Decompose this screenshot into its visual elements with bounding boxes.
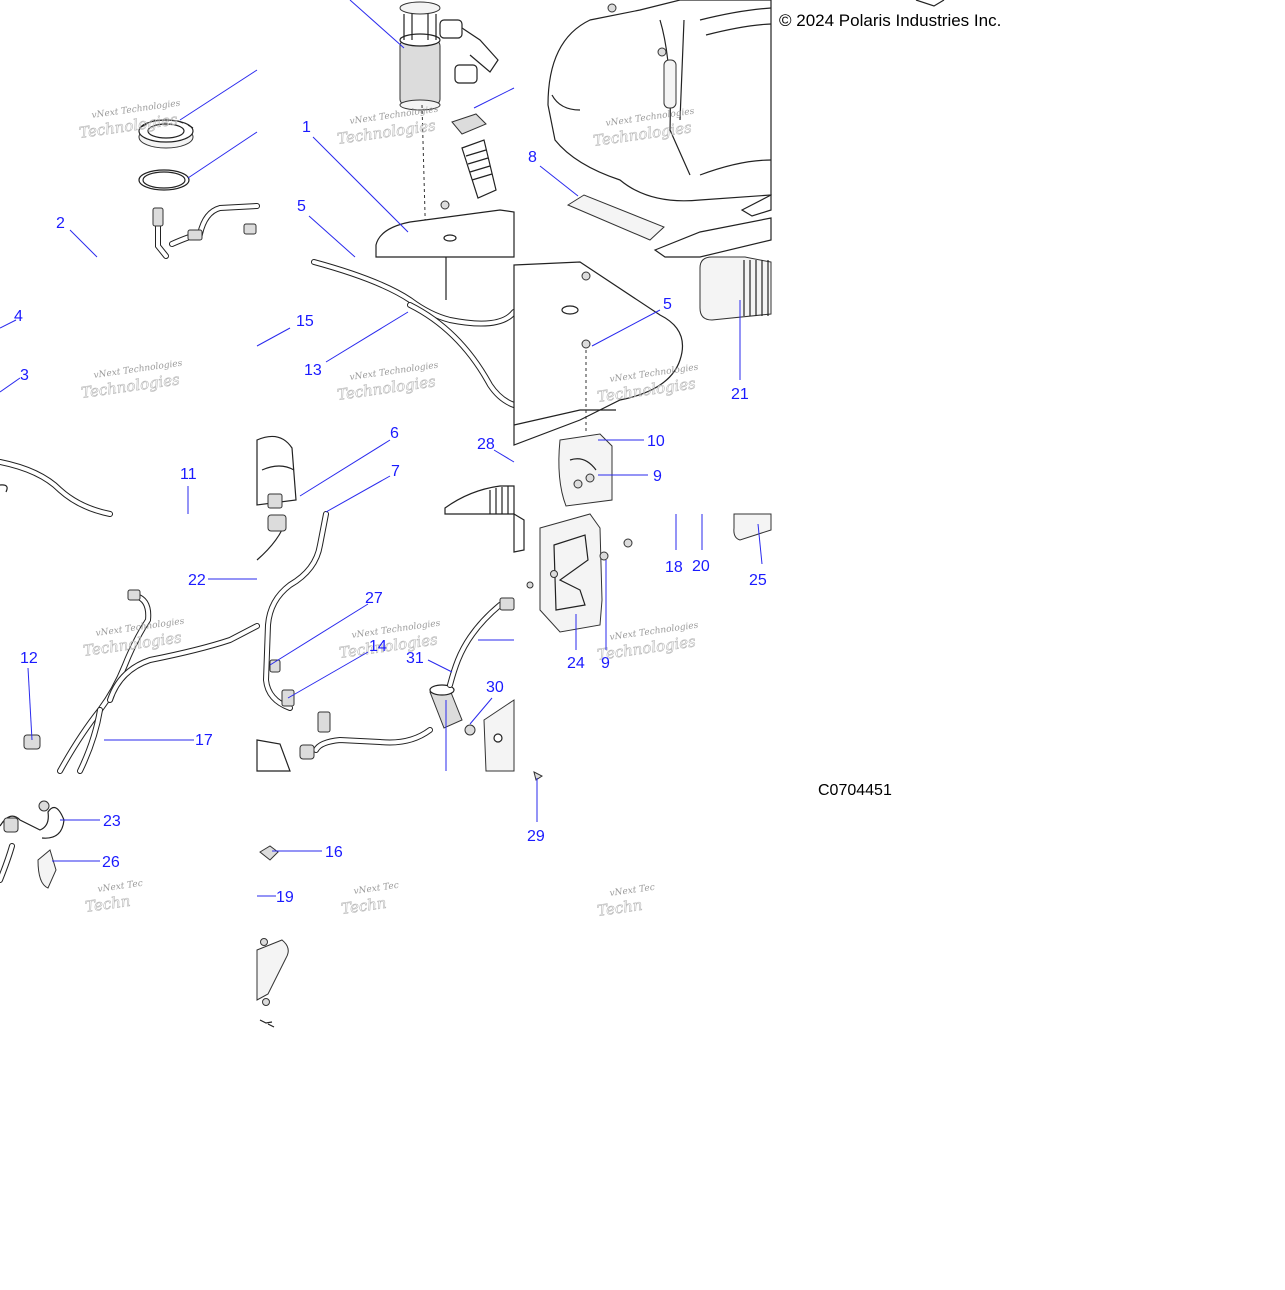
callout-13: 13 — [304, 362, 322, 379]
svg-text:Techn: Techn — [596, 896, 644, 920]
callout-3: 3 — [20, 367, 29, 384]
bracket-24-part — [513, 512, 633, 633]
callout-11: 11 — [180, 466, 197, 483]
callout-27: 27 — [365, 590, 383, 607]
filter-housing-28-part — [444, 485, 515, 515]
leader-lines — [0, 0, 763, 897]
leader-12 — [27, 667, 33, 741]
callout-24: 24 — [567, 655, 585, 672]
diagram-code: C0704451 — [818, 782, 892, 799]
lock-ring-part — [138, 119, 194, 149]
fuel-line-17-part — [57, 589, 260, 774]
callout-17: 17 — [195, 732, 213, 749]
callout-28: 28 — [477, 436, 495, 453]
leader-3 — [0, 377, 21, 393]
callout-5b: 5 — [663, 296, 672, 313]
callout-10: 10 — [647, 433, 665, 450]
callout-9b: 9 — [601, 655, 610, 672]
callout-21: 21 — [731, 386, 749, 403]
callout-5a: 5 — [297, 198, 306, 215]
tank-pad-part — [566, 194, 772, 258]
vent-line-11-part — [0, 459, 113, 517]
tank-lower-left-part — [256, 435, 297, 509]
callout-18: 18 — [665, 559, 683, 576]
copyright-text: © 2024 Polaris Industries Inc. — [779, 11, 1002, 30]
leader-pump — [349, 0, 405, 49]
sender-connector-part — [451, 113, 497, 199]
bracket-25-part — [733, 513, 772, 541]
clip-16-part — [259, 845, 279, 861]
fuel-line-7-part — [256, 511, 329, 711]
callout-22: 22 — [188, 572, 206, 589]
leader-25 — [757, 523, 763, 565]
leader-14 — [287, 651, 369, 699]
seal-ring-part — [138, 169, 190, 191]
callout-14: 14 — [369, 638, 387, 655]
leader-seal — [187, 131, 258, 179]
tank-bottom-part — [513, 261, 684, 446]
fuel-line-13-part — [311, 257, 517, 408]
tank-top-part — [375, 200, 515, 258]
leader-4 — [0, 319, 17, 329]
leader-8 — [539, 165, 579, 197]
leader-30 — [469, 697, 493, 725]
callout-2: 2 — [56, 215, 65, 232]
leader-1 — [312, 136, 409, 233]
leader-ring — [179, 69, 258, 121]
connectors-14-part — [256, 659, 331, 772]
callout-numbers: 1 2 3 4 5 5 6 7 8 9 9 10 11 12 13 14 15 … — [14, 119, 767, 906]
leader-15 — [256, 327, 291, 347]
svg-text:Techn: Techn — [84, 892, 132, 916]
leader-13 — [325, 311, 409, 363]
fastener-29-part — [533, 771, 543, 781]
valve-23-part — [0, 800, 65, 839]
callout-29: 29 — [527, 828, 545, 845]
leader-31 — [427, 659, 453, 673]
leader-sender — [473, 87, 515, 109]
callout-12: 12 — [20, 650, 38, 667]
clamp-26-part — [0, 843, 57, 889]
callout-23: 23 — [103, 813, 121, 830]
leader-27 — [269, 603, 369, 666]
callout-19: 19 — [276, 889, 294, 906]
callout-7: 7 — [391, 463, 400, 480]
callout-31: 31 — [406, 650, 424, 667]
leader-2 — [69, 229, 98, 258]
callout-1: 1 — [302, 119, 311, 136]
leader-6 — [299, 439, 391, 497]
callout-6: 6 — [390, 425, 399, 442]
leader-5b — [591, 309, 661, 347]
canister-21-part — [699, 256, 772, 321]
callout-9a: 9 — [653, 468, 662, 485]
svg-text:Techn: Techn — [340, 894, 388, 918]
callout-20: 20 — [692, 558, 710, 575]
fuel-pump-module-part — [399, 1, 499, 251]
callout-30: 30 — [486, 679, 504, 696]
bracket-19-part — [256, 938, 289, 1028]
pump-outlet-hose-part — [152, 203, 260, 259]
bracket-9-part — [558, 433, 613, 507]
leader-28 — [493, 449, 515, 463]
leader-7 — [325, 475, 391, 513]
callout-16: 16 — [325, 844, 343, 861]
callout-25: 25 — [749, 572, 767, 589]
callout-8: 8 — [528, 149, 537, 166]
bracket-right-edge-part — [483, 699, 515, 772]
callout-4: 4 — [14, 308, 23, 325]
callout-15: 15 — [296, 313, 314, 330]
callout-26: 26 — [102, 854, 120, 871]
part-fragment-top — [915, 0, 945, 7]
fuel-tank-part — [547, 0, 772, 202]
leader-5a — [308, 215, 356, 258]
